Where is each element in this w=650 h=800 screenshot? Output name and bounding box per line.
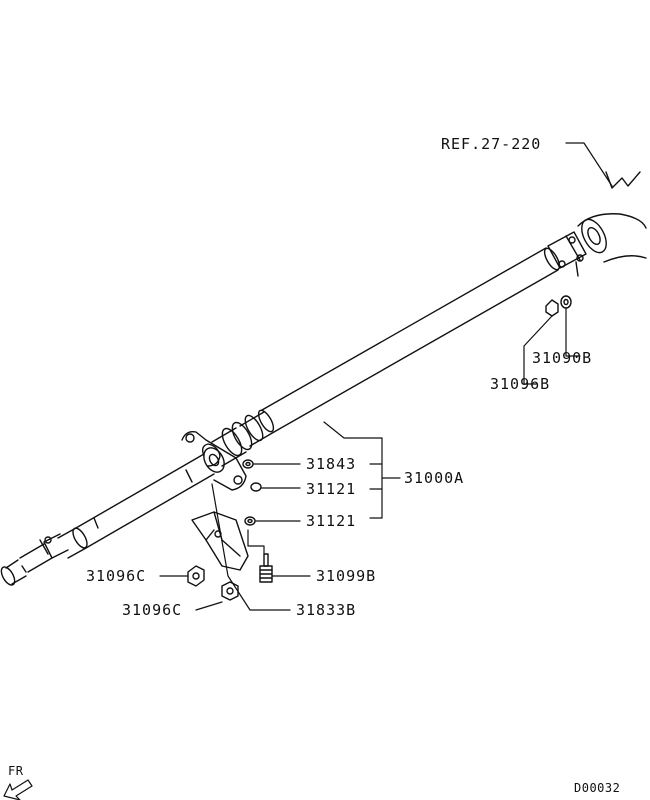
bolt-31099b — [259, 553, 273, 583]
leader-lines — [159, 142, 613, 611]
label-fr: FR — [8, 764, 24, 778]
front-propeller-tube — [75, 453, 215, 549]
label-31121-top[interactable]: 31121 — [306, 480, 357, 498]
center-coupling — [211, 411, 275, 467]
rear-flange-yoke — [547, 231, 587, 277]
label-31843[interactable]: 31843 — [306, 455, 357, 473]
transmission-housing — [577, 171, 647, 263]
center-bearing-bracket — [181, 430, 247, 491]
bushing-parts — [242, 459, 262, 526]
label-ref-27-220[interactable]: REF.27-220 — [441, 135, 542, 153]
label-31096c-lower[interactable]: 31096C — [122, 601, 183, 619]
label-31000a[interactable]: 31000A — [404, 469, 465, 487]
lower-bracket — [191, 511, 249, 571]
nut-31096c-lower — [221, 581, 239, 601]
label-31099b[interactable]: 31099B — [316, 567, 377, 585]
label-31090b[interactable]: 31090B — [532, 349, 593, 367]
rear-propeller-tube — [257, 247, 561, 433]
label-31121-bottom[interactable]: 31121 — [306, 512, 357, 530]
front-universal-joint — [0, 527, 88, 586]
nut-31096c-left — [187, 565, 205, 587]
front-direction-arrow-icon — [3, 779, 33, 800]
nut-washer-rear — [545, 295, 572, 317]
label-31833b[interactable]: 31833B — [296, 601, 357, 619]
label-31096b[interactable]: 31096B — [490, 375, 551, 393]
diagram-code: D00032 — [574, 781, 621, 795]
label-31096c-left[interactable]: 31096C — [86, 567, 147, 585]
